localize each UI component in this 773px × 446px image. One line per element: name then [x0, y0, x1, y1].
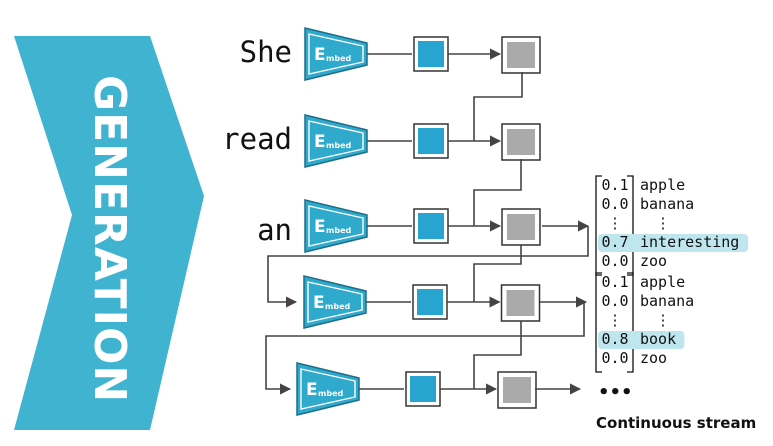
output-block — [507, 129, 535, 155]
output-block — [507, 42, 535, 68]
hidden-state-block — [417, 289, 443, 315]
embed-inner-border — [308, 205, 364, 247]
vector-bracket-left — [595, 175, 602, 276]
embed-rest-text: mbed — [326, 141, 351, 150]
probability-value: 0.1 — [601, 273, 628, 291]
highlight-bar — [598, 234, 749, 252]
embed-block — [303, 275, 367, 329]
probability-value: 0.0 — [601, 195, 628, 213]
embed-block — [304, 114, 368, 168]
output-block — [506, 290, 535, 316]
recurrent-connector — [473, 72, 523, 141]
embed-initial: E — [306, 380, 318, 400]
probability-value: 0.8 — [601, 330, 628, 348]
recurrent-connector — [473, 159, 522, 226]
banner-label: GENERATION — [84, 75, 135, 403]
embed-rest-text: mbed — [325, 302, 350, 311]
output-block — [507, 214, 535, 240]
vocab-word: ⋮ — [656, 214, 671, 232]
embed-block — [296, 362, 360, 416]
hidden-state-block — [418, 128, 444, 154]
vocab-word: banana — [640, 292, 694, 310]
stream-label: Continuous stream — [596, 414, 756, 432]
input-word: an — [257, 213, 292, 247]
embed-block — [304, 199, 368, 253]
probability-value: 0.7 — [601, 233, 628, 251]
probability-value: ⋮ — [608, 311, 623, 329]
embed-inner-border — [308, 120, 364, 162]
probability-value: 0.0 — [601, 252, 628, 270]
output-block — [503, 377, 531, 403]
vocab-word: apple — [640, 273, 685, 291]
input-word: read — [222, 122, 292, 156]
embed-initial: E — [314, 217, 326, 237]
vector-bracket-right — [627, 175, 634, 276]
probability-value: 0.0 — [601, 292, 628, 310]
embed-rest-text: mbed — [326, 54, 351, 63]
connectors — [265, 72, 590, 395]
banner-chevron-shape — [14, 36, 204, 430]
vocab-word: zoo — [640, 349, 667, 367]
highlight-bar — [598, 331, 685, 349]
recurrent-connector — [473, 321, 522, 389]
embed-rest-text: mbed — [318, 389, 343, 398]
vocab-word: book — [640, 330, 676, 348]
embed-initial: E — [314, 132, 326, 152]
hidden-state-block — [418, 41, 444, 67]
probability-value: 0.1 — [601, 176, 628, 194]
input-words: She read an — [222, 35, 292, 247]
continuation-ellipsis: ••• — [598, 382, 633, 403]
probability-value: ⋮ — [608, 214, 623, 232]
hidden-state-block — [410, 376, 436, 402]
embed-initial: E — [313, 293, 325, 313]
feedback-connector — [267, 226, 589, 308]
embed-inner-border — [307, 281, 363, 323]
probability-value: 0.0 — [601, 349, 628, 367]
embed-inner-border — [300, 368, 356, 410]
generation-banner: GENERATION — [14, 36, 204, 430]
vocab-word: interesting — [640, 233, 739, 251]
vocab-word: ⋮ — [656, 311, 671, 329]
vocab-word: apple — [640, 176, 685, 194]
embed-block — [304, 27, 368, 81]
hidden-state-block — [418, 213, 444, 239]
embed-rest-text: mbed — [326, 226, 351, 235]
embed-inner-border — [308, 33, 364, 75]
vocab-word: banana — [640, 195, 694, 213]
vocab-word: zoo — [640, 252, 667, 270]
input-word: She — [240, 35, 292, 69]
embed-initial: E — [314, 45, 326, 65]
recurrent-connector — [473, 245, 522, 302]
vector-bracket-left — [595, 272, 602, 373]
feedback-connector — [265, 302, 585, 395]
vector-bracket-right — [627, 272, 634, 373]
